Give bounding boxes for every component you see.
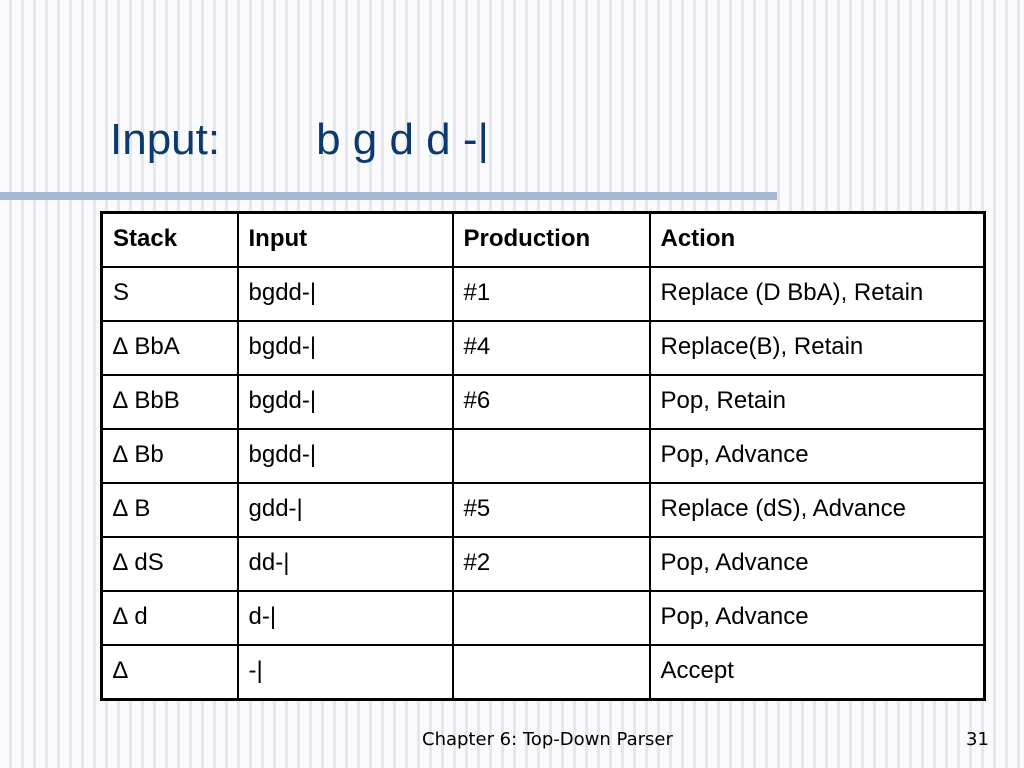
cell-production: #5 xyxy=(451,482,651,538)
cell-action: Pop, Advance xyxy=(648,590,986,646)
cell-input: bgdd-| xyxy=(236,428,454,484)
cell-action: Pop, Advance xyxy=(648,428,986,484)
cell-input: bgdd-| xyxy=(236,266,454,322)
cell-stack: ∆ BbA xyxy=(100,320,239,376)
title-underline-rule xyxy=(0,192,777,200)
cell-action: Replace(B), Retain xyxy=(648,320,986,376)
header-input: Input xyxy=(236,211,454,268)
cell-input: bgdd-| xyxy=(236,374,454,430)
table-row: ∆ BbB bgdd-| #6 Pop, Retain xyxy=(100,374,986,430)
parse-trace-table: Stack Input Production Action S bgdd-| #… xyxy=(100,211,986,701)
cell-production xyxy=(451,644,651,701)
header-stack: Stack xyxy=(100,211,239,268)
cell-input: bgdd-| xyxy=(236,320,454,376)
title-label: Input: xyxy=(110,115,221,164)
cell-input: d-| xyxy=(236,590,454,646)
cell-production xyxy=(451,590,651,646)
table-header-row: Stack Input Production Action xyxy=(100,211,986,268)
cell-production: #2 xyxy=(451,536,651,592)
slide-title: Input: b g d d -| xyxy=(110,115,489,164)
page-number: 31 xyxy=(966,729,989,750)
title-input-string: b g d d -| xyxy=(316,115,489,164)
header-production: Production xyxy=(451,211,651,268)
table-row: ∆ B gdd-| #5 Replace (dS), Advance xyxy=(100,482,986,538)
cell-action: Replace (D BbA), Retain xyxy=(648,266,986,322)
cell-action: Pop, Retain xyxy=(648,374,986,430)
cell-input: gdd-| xyxy=(236,482,454,538)
cell-stack: S xyxy=(100,266,239,322)
cell-stack: ∆ d xyxy=(100,590,239,646)
cell-action: Pop, Advance xyxy=(648,536,986,592)
cell-stack: ∆ xyxy=(100,644,239,701)
cell-input: -| xyxy=(236,644,454,701)
cell-stack: ∆ B xyxy=(100,482,239,538)
cell-production xyxy=(451,428,651,484)
cell-stack: ∆ BbB xyxy=(100,374,239,430)
cell-action: Accept xyxy=(648,644,986,701)
cell-stack: ∆ Bb xyxy=(100,428,239,484)
table-row: ∆ -| Accept xyxy=(100,644,986,701)
cell-action: Replace (dS), Advance xyxy=(648,482,986,538)
cell-production: #1 xyxy=(451,266,651,322)
table-row: ∆ dS dd-| #2 Pop, Advance xyxy=(100,536,986,592)
table-row: S bgdd-| #1 Replace (D BbA), Retain xyxy=(100,266,986,322)
table-row: ∆ BbA bgdd-| #4 Replace(B), Retain xyxy=(100,320,986,376)
table-row: ∆ d d-| Pop, Advance xyxy=(100,590,986,646)
footer-chapter-title: Chapter 6: Top-Down Parser xyxy=(422,729,673,750)
table-row: ∆ Bb bgdd-| Pop, Advance xyxy=(100,428,986,484)
cell-input: dd-| xyxy=(236,536,454,592)
header-action: Action xyxy=(648,211,986,268)
cell-production: #6 xyxy=(451,374,651,430)
cell-stack: ∆ dS xyxy=(100,536,239,592)
cell-production: #4 xyxy=(451,320,651,376)
